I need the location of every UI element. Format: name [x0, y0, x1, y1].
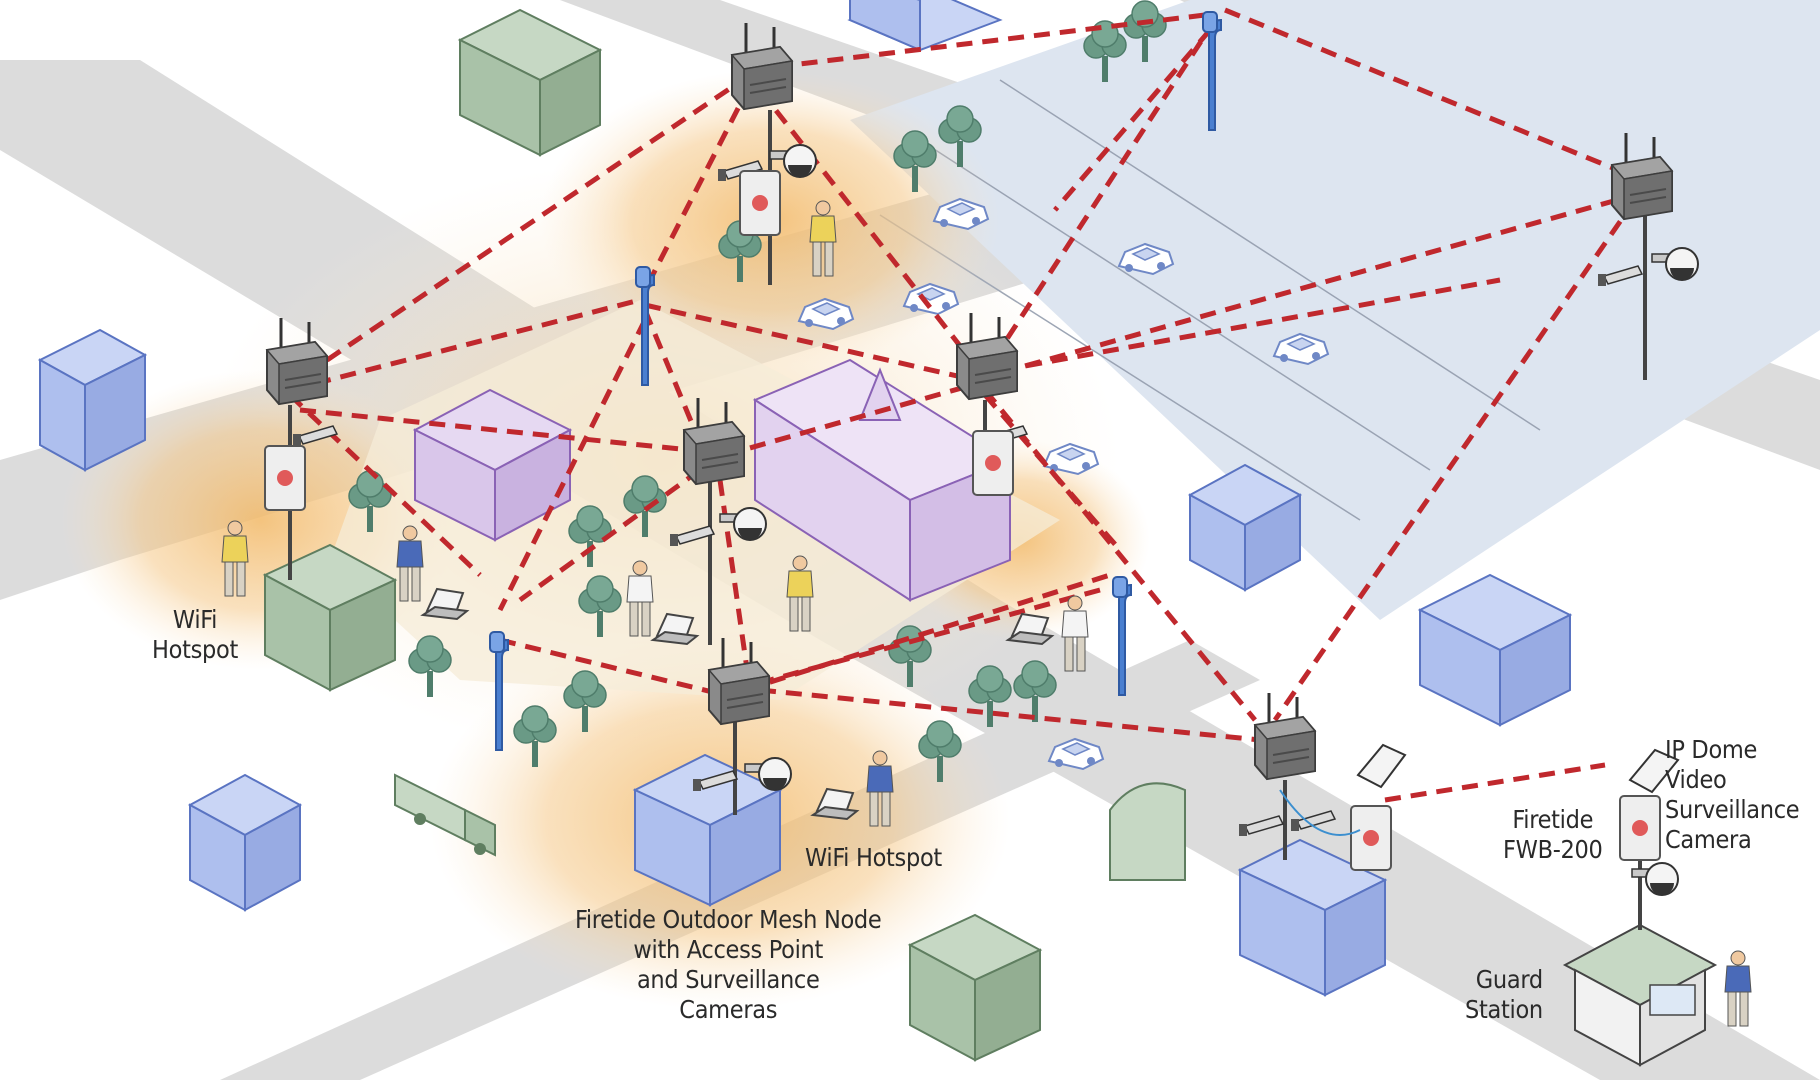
mesh-nodes	[264, 21, 1699, 896]
label-firetide-fwb200: Firetide FWB-200	[1503, 805, 1603, 864]
building-green-left	[262, 543, 398, 692]
building-green-bottom	[907, 913, 1043, 1062]
access-point-icon	[972, 430, 1014, 496]
building-blue-top	[847, 0, 1003, 52]
building-blue-right	[1417, 573, 1573, 727]
label-mesh-node: Firetide Outdoor Mesh Node with Access P…	[575, 905, 882, 1024]
truck-icon	[394, 773, 496, 857]
building-blue-mid-right	[1187, 463, 1303, 592]
access-point-icon	[264, 445, 306, 511]
person-icon	[1724, 950, 1752, 1027]
access-point-icon	[1350, 805, 1392, 871]
mesh-links	[288, 7, 1638, 803]
flat-panel-antenna-icon	[1628, 748, 1680, 794]
central-plaza	[330, 300, 1060, 700]
building-blue-left	[37, 328, 148, 472]
flat-panel-antenna-icon	[1356, 743, 1407, 789]
label-wifi-hotspot-bottom: WiFi Hotspot	[805, 843, 942, 872]
mesh-node-icon	[1253, 691, 1317, 781]
label-wifi-hotspot-left: WiFi Hotspot	[152, 605, 238, 664]
access-point-icon	[739, 170, 781, 236]
mesh-node-right	[1238, 691, 1407, 871]
vehicles	[394, 198, 1329, 857]
building-blue-bottom-left	[187, 773, 303, 912]
building-blue-bottom-right	[1237, 838, 1388, 997]
label-guard-station: Guard Station	[1465, 965, 1543, 1024]
bridge-cable	[1279, 789, 1361, 836]
fwb200-unit	[1619, 748, 1680, 896]
building-green-top	[457, 8, 603, 157]
kiosk-green	[1109, 782, 1186, 881]
building-blue-bottom-center	[632, 753, 783, 907]
label-ip-dome-camera: IP Dome Video Surveillance Camera	[1665, 735, 1800, 854]
guard-station-icon	[1562, 923, 1718, 1067]
wireless-bridge-icon	[1619, 795, 1661, 861]
node-poles	[288, 110, 1647, 930]
